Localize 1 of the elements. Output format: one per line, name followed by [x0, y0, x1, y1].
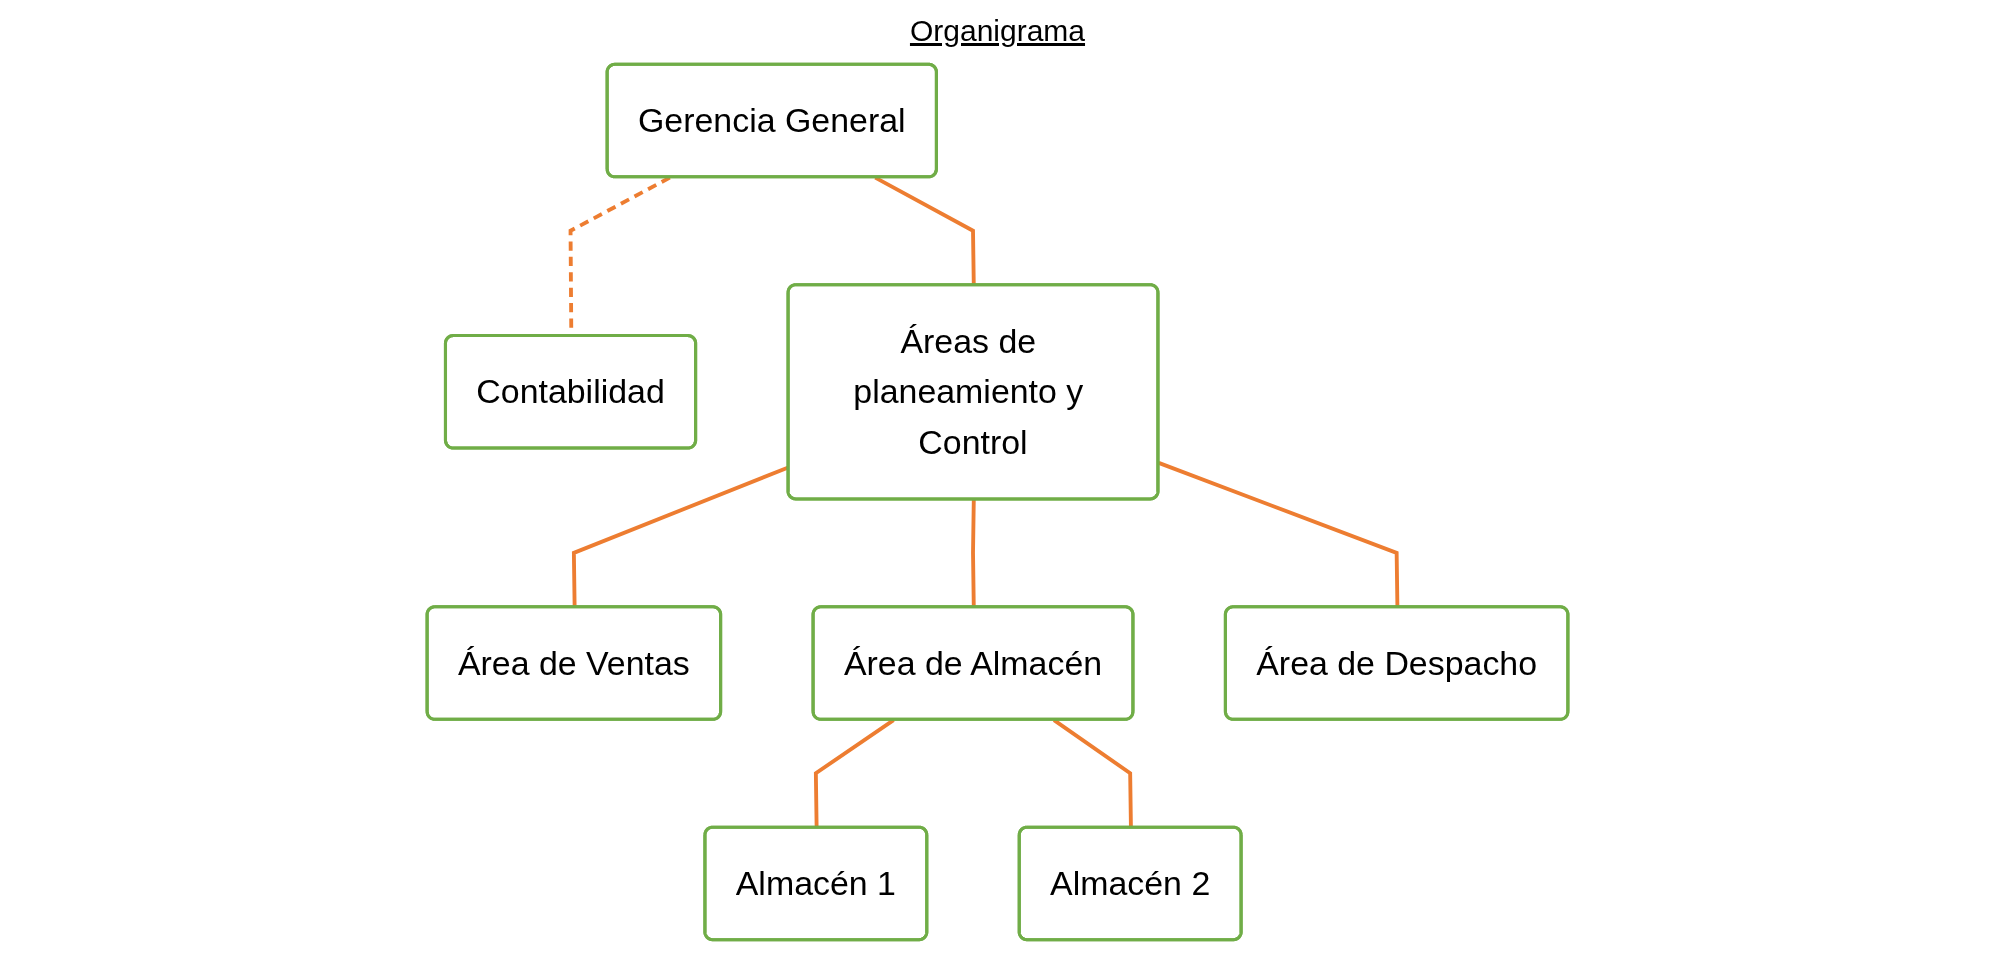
chart-title: Organigrama: [908, 14, 1087, 48]
